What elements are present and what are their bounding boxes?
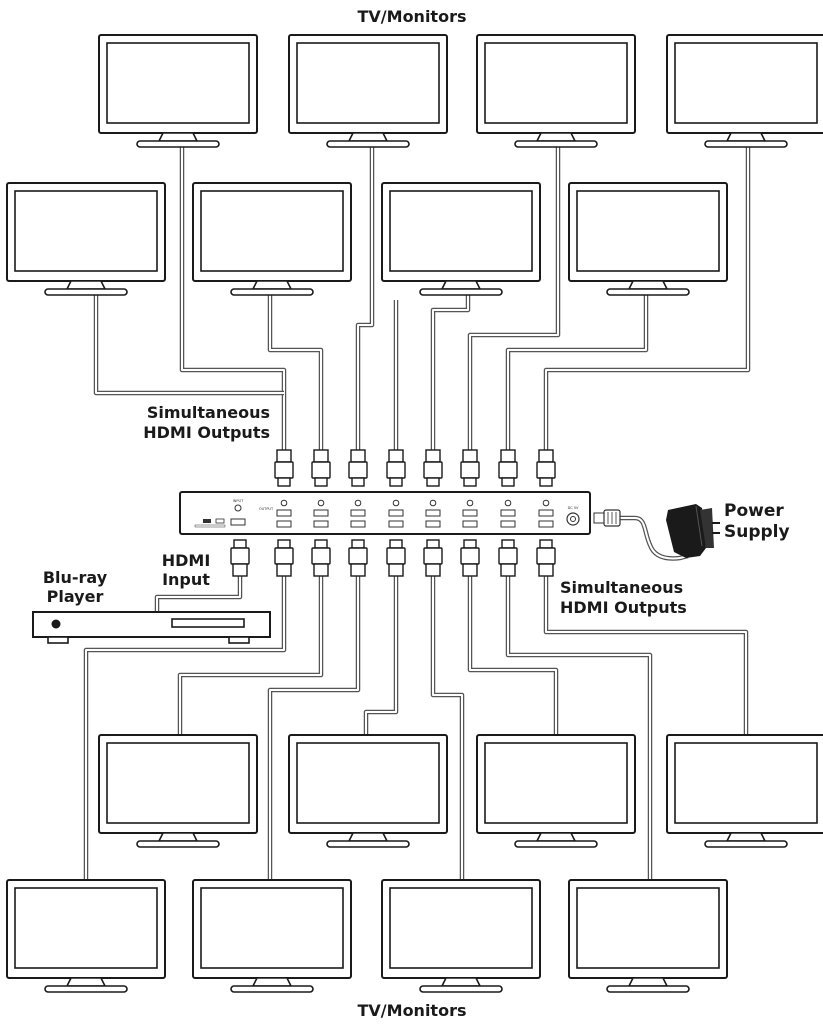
output-port xyxy=(462,499,478,528)
monitor-icon xyxy=(288,34,448,148)
output-port xyxy=(350,499,366,528)
cable xyxy=(355,140,375,450)
bluray-player-icon xyxy=(32,611,271,644)
outputs-bottom-label-line2: HDMI Outputs xyxy=(560,598,687,617)
monitor-icon xyxy=(666,34,823,148)
power-label-line2: Supply xyxy=(724,522,790,542)
cable xyxy=(505,290,649,450)
output-port xyxy=(313,499,329,528)
hdmi-plug-icon xyxy=(536,449,556,487)
cable xyxy=(467,140,561,450)
monitor-icon xyxy=(6,879,166,993)
hdmi-plug-icon xyxy=(311,449,331,487)
hdmi-plug-icon xyxy=(536,539,556,577)
monitor-icon xyxy=(192,879,352,993)
cable xyxy=(430,290,471,450)
cable xyxy=(467,575,559,735)
device-output-label: OUTPUT xyxy=(259,507,274,511)
hdmi-plug-icon xyxy=(498,539,518,577)
cable xyxy=(505,575,653,880)
hdmi-plug-icon xyxy=(498,449,518,487)
bottom-output-cables xyxy=(83,575,749,880)
hdmi-plug-icon xyxy=(386,539,406,577)
hdmi-plug-icon xyxy=(348,539,368,577)
hdmi-plug-icon xyxy=(423,449,443,487)
monitor-icon xyxy=(666,734,823,848)
cable xyxy=(179,140,287,450)
cable xyxy=(267,290,324,450)
monitor-icon xyxy=(6,182,166,296)
cable xyxy=(543,575,749,735)
source-label-line2: Player xyxy=(47,587,104,606)
input-label-line2: Input xyxy=(162,570,210,589)
hdmi-input-cable xyxy=(154,575,243,612)
monitor-icon xyxy=(98,34,258,148)
hdmi-plug-icon xyxy=(386,449,406,487)
bottom-title: TV/Monitors xyxy=(358,1001,467,1020)
hdmi-plug-icon xyxy=(274,539,294,577)
hdmi-plug-icon xyxy=(423,539,443,577)
monitor-icon xyxy=(192,182,352,296)
hdmi-plug-icon xyxy=(274,449,294,487)
cable xyxy=(543,140,751,450)
device-power-label: DC 5V xyxy=(568,506,579,510)
monitor-icon xyxy=(568,182,728,296)
cable xyxy=(93,290,284,396)
hdmi-plug-icon xyxy=(230,539,250,577)
source-label-line1: Blu-ray xyxy=(43,568,108,587)
monitor-icon xyxy=(98,734,258,848)
hdmi-plug-icon xyxy=(348,449,368,487)
monitor-icon xyxy=(476,34,636,148)
outputs-bottom-label-line1: Simultaneous xyxy=(560,578,683,597)
outputs-top-label-line1: Simultaneous xyxy=(147,403,270,422)
cable xyxy=(430,575,465,880)
output-port xyxy=(425,499,441,528)
hdmi-plug-icon xyxy=(460,449,480,487)
output-port xyxy=(388,499,404,528)
device-input-label: INPUT xyxy=(233,499,244,503)
cable xyxy=(267,575,361,880)
output-port xyxy=(538,499,554,528)
power-adapter-icon xyxy=(593,504,720,561)
output-port xyxy=(276,499,292,528)
monitor-icon xyxy=(476,734,636,848)
input-label-line1: HDMI xyxy=(162,551,211,570)
outputs-top-label-line2: HDMI Outputs xyxy=(143,423,270,442)
output-port xyxy=(500,499,516,528)
monitor-icon xyxy=(288,734,448,848)
cable xyxy=(83,575,287,880)
top-output-cables xyxy=(93,140,751,450)
cable xyxy=(177,575,324,735)
monitor-icon xyxy=(568,879,728,993)
monitor-icon xyxy=(381,182,541,296)
hdmi-plug-icon xyxy=(460,539,480,577)
monitor-icon xyxy=(381,879,541,993)
hdmi-plug-icon xyxy=(311,539,331,577)
power-label-line1: Power xyxy=(724,501,784,521)
cable xyxy=(363,575,399,735)
hdmi-splitter-icon: INPUT OUTPUT DC 5V xyxy=(179,491,591,535)
top-title: TV/Monitors xyxy=(358,7,467,26)
